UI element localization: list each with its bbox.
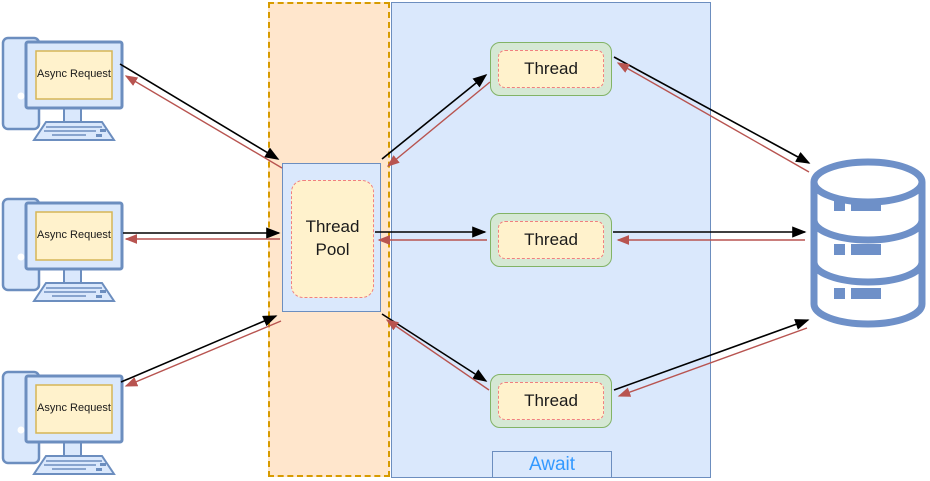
thread-label: Thread — [498, 221, 604, 259]
computer-icon — [1, 36, 124, 141]
await-label-box: Await — [492, 451, 612, 478]
thread-label: Thread — [498, 50, 604, 88]
computer-icon — [1, 370, 124, 475]
async-request-label: Async Request — [37, 402, 111, 415]
async-request-label: Async Request — [37, 68, 111, 81]
thread-node-3: Thread — [490, 374, 612, 428]
client-computer-3: Async Request — [0, 367, 128, 479]
await-label: Await — [528, 453, 576, 475]
request-arrow-client1-pool — [119, 63, 280, 160]
async-request-label: Async Request — [37, 229, 111, 242]
response-arrow-pool-client3 — [124, 320, 282, 387]
thread-label: Thread — [498, 382, 604, 420]
thread-node-1: Thread — [490, 42, 612, 96]
response-arrow-pool-client1 — [124, 75, 283, 169]
request-arrow-client3-pool — [120, 315, 278, 383]
thread-pool-label: Thread Pool — [291, 180, 374, 298]
client-computer-1: Async Request — [0, 33, 128, 145]
client-computer-2: Async Request — [0, 194, 128, 306]
computer-icon — [1, 197, 124, 302]
database — [810, 158, 926, 330]
thread-node-2: Thread — [490, 213, 612, 267]
thread-pool-box: Thread Pool — [282, 163, 381, 312]
database-cylinder-icon — [810, 158, 926, 328]
